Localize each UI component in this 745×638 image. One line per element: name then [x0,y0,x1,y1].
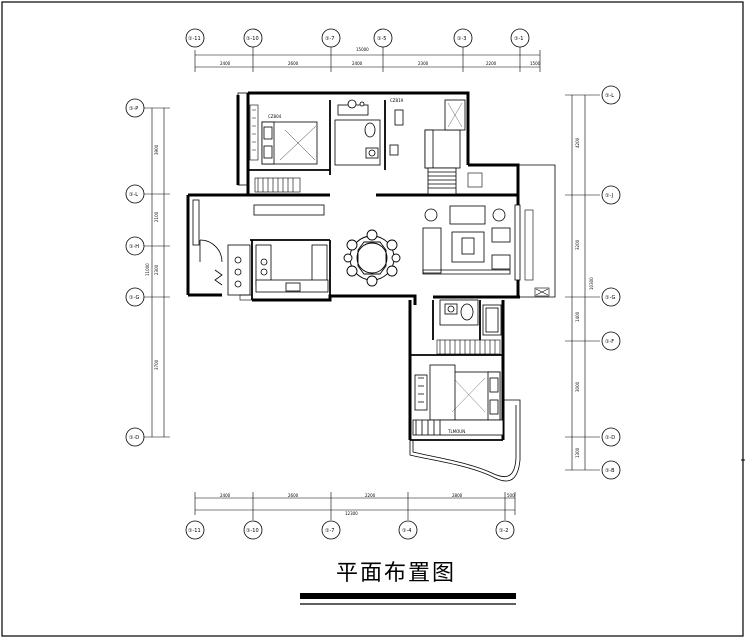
top-dim-5: 2200 [486,61,497,66]
right-axis-label: ①-L [605,93,614,99]
top-axis-label: ①-3 [457,36,466,42]
left-dimension-lines [143,107,170,438]
bottom-axis-label: ①-2 [499,528,508,534]
top-dim-1: 2400 [220,61,231,66]
right-axis-markers [601,85,621,480]
bottom-dim-5: 500 [507,493,515,498]
bathroom2-fixtures [439,299,502,336]
right-axis-label: ①-D [605,435,615,441]
entry-door [192,199,223,286]
left-axis-label: ①-L [129,192,138,198]
bottom-dim-1: 2400 [220,493,231,498]
right-dim-2: 3200 [575,239,580,250]
right-dim-3: 1400 [575,311,580,322]
study-furniture [389,99,466,195]
master-closet [249,104,301,193]
right-dim-5: 1300 [575,447,580,458]
right-axis-label: ①-F [605,339,614,345]
bottom-axis-markers [185,520,515,540]
living-sofa-set [422,204,521,281]
right-axis-label: ①-J [605,193,613,199]
bedroom2-bed [412,364,504,436]
top-axis-markers [185,28,530,48]
left-axis-label: ①-D [129,435,139,441]
bottom-total-dim: 12300 [345,511,358,516]
top-dim-3: 2400 [352,61,363,66]
balcony-items [239,172,550,301]
left-dim-4: 3700 [154,359,159,370]
top-total-dim: 15000 [356,47,369,52]
bottom-dimension-lines [194,492,516,520]
left-axis-label: ①-P [129,106,138,112]
right-axis-label: ①-B [605,468,615,474]
left-total-dim: 11000 [145,263,150,276]
top-dim-6: 1500 [530,61,541,66]
left-dim-3: 2300 [154,264,159,275]
room-code-study: CZ819 [390,98,404,103]
right-total-dim: 10300 [589,277,594,290]
right-dim-4: 3000 [575,381,580,392]
interior-walls [248,100,503,441]
right-dim-1: 4200 [575,137,580,148]
bottom-dim-2: 2600 [288,493,299,498]
top-dimension-lines [194,45,541,72]
top-axis-label: ①-5 [377,36,386,42]
master-bed [261,121,318,165]
drawing-title: 平面布置图 [336,561,457,586]
dining-table [343,229,401,287]
left-axis-label: ①-H [129,244,139,250]
bottom-axis-label: ①-4 [402,528,411,534]
right-axis-label: ①-G [605,295,615,301]
top-axis-label: ①-1 [514,36,523,42]
closet-bed2 [436,339,501,355]
left-axis-markers [125,98,145,447]
left-dim-1: 3900 [154,144,159,155]
bottom-dim-3: 2200 [365,493,376,498]
kitchen-counters [227,204,329,296]
left-dim-2: 2100 [154,211,159,222]
top-axis-label: ①-10 [246,36,259,42]
bottom-dim-4: 2800 [452,493,463,498]
bottom-axis-label: ①-11 [188,528,201,534]
top-axis-label: ①-7 [325,36,334,42]
right-dimension-lines [565,94,600,471]
top-dim-4: 2300 [418,61,429,66]
bathroom-fixtures [334,99,381,166]
top-dim-2: 2600 [288,61,299,66]
title-underline-thick [300,593,516,599]
bottom-axis-label: ①-10 [246,528,259,534]
top-axis-label: ①-11 [188,36,201,42]
room-code-bed2: TLMOUN [447,429,465,434]
left-axis-label: ①-G [129,295,139,301]
bottom-axis-label: ①-7 [325,528,334,534]
room-code-master: CZ804 [268,114,282,119]
balcony-outline [237,92,556,482]
